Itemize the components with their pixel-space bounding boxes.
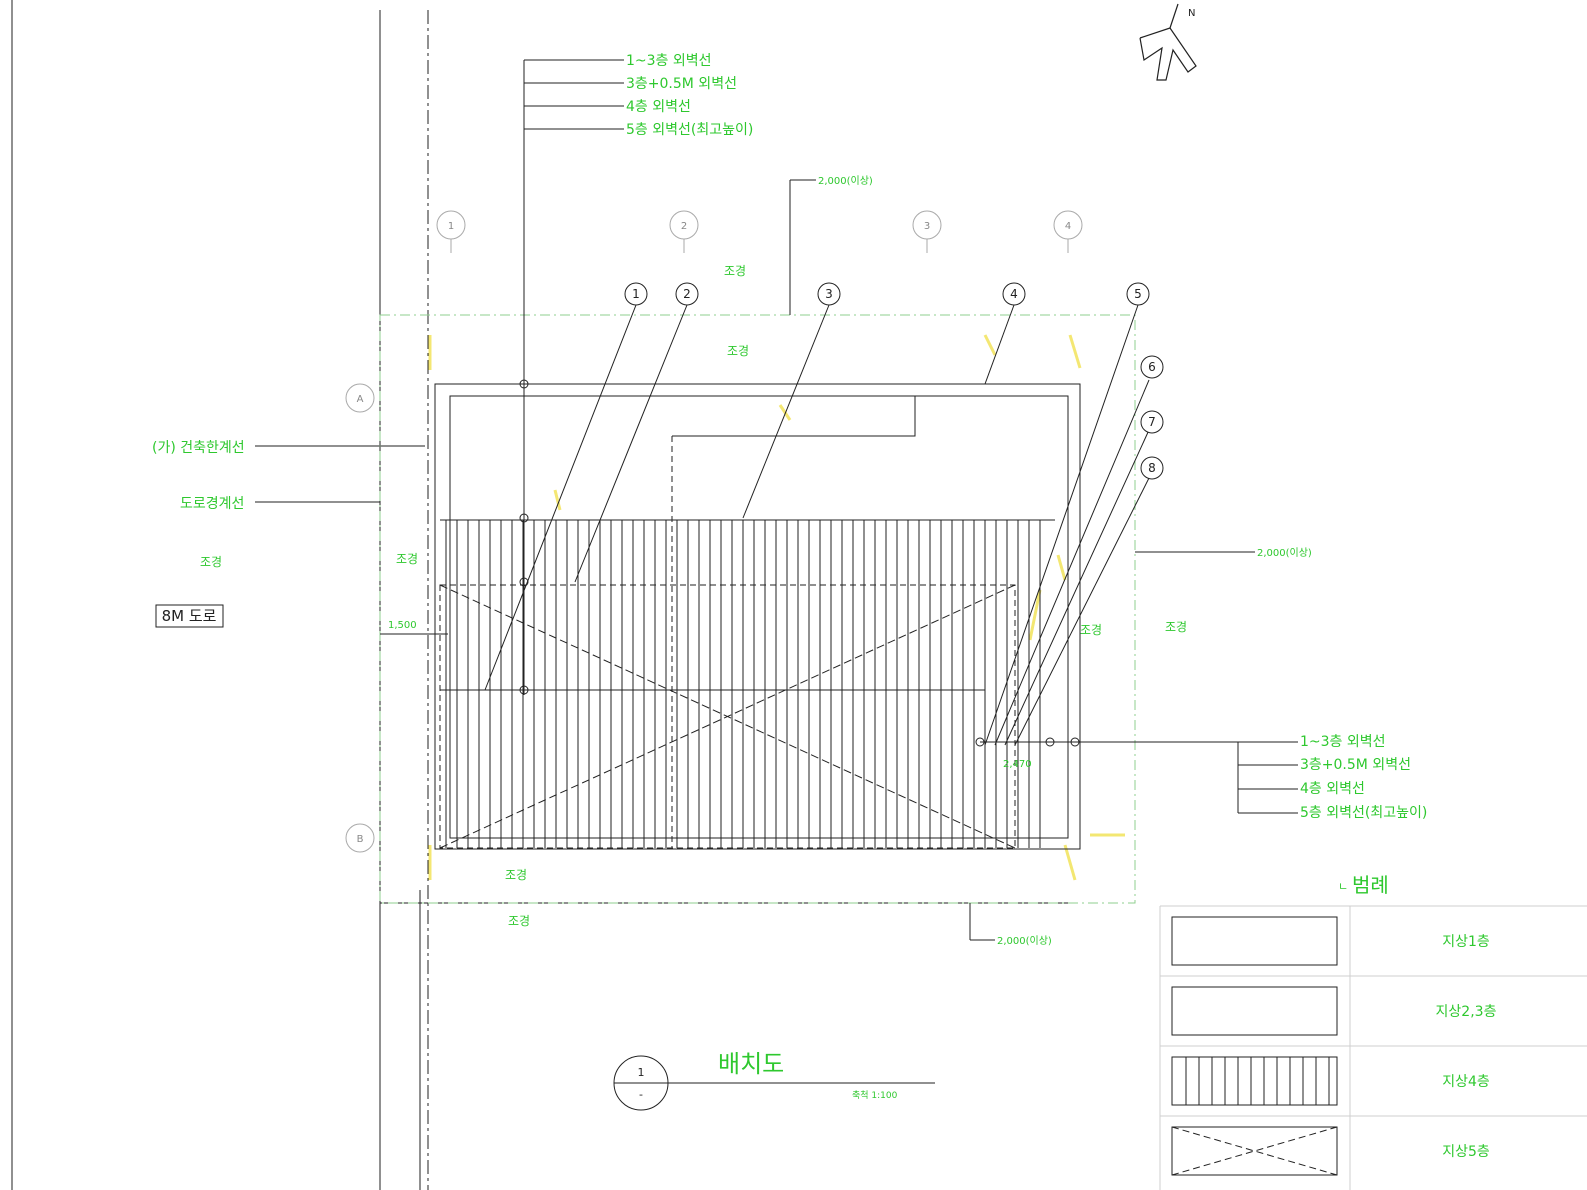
planting-label: 조경: [200, 555, 222, 569]
offset-label-right-2: 3층+0.5M 외벽선: [1300, 757, 1411, 773]
legend-swatches: [1171, 916, 1338, 1176]
legend-label-2: 지상2,3층: [1436, 1004, 1497, 1020]
dimension-top: 2,000(이상): [818, 175, 873, 187]
legend-title: 범례: [1352, 873, 1389, 897]
building-limit-label: (가) 건축한계선: [152, 440, 245, 456]
grid-marker-4: 4: [1065, 221, 1071, 232]
legend-label-4: 지상5층: [1442, 1144, 1490, 1160]
grid-marker-2: 2: [681, 221, 687, 232]
planting-label: 조경: [727, 344, 749, 358]
grid-marker-b: B: [357, 834, 364, 845]
page-title: 배치도: [718, 1050, 784, 1078]
planting-label: 조경: [1165, 620, 1187, 634]
grid-leaders: [519, 59, 624, 695]
dimension-right: 2,000(이상): [1257, 547, 1312, 559]
planting-label: 조경: [724, 264, 746, 278]
dimension-left: 1,500: [388, 620, 417, 631]
scale-note: 축척 1:100: [852, 1090, 898, 1101]
planting-label: 조경: [505, 868, 527, 882]
north-arrow-icon: [1139, 3, 1197, 81]
grid-marker-3: 3: [924, 221, 930, 232]
callout-3: 3: [825, 287, 833, 301]
callout-1: 1: [632, 287, 640, 301]
offset-label-top-2: 3층+0.5M 외벽선: [626, 76, 737, 92]
section-marker-bottom: -: [639, 1088, 643, 1101]
offset-label-right-4: 5층 외벽선(최고높이): [1300, 805, 1427, 821]
section-marker-icon: [613, 1055, 935, 1111]
legend-title-marker: ㄴ: [1338, 880, 1348, 893]
building-outlines: [434, 383, 1081, 850]
callout-2: 2: [683, 287, 691, 301]
legend-table: [1159, 905, 1587, 1190]
grid-markers: [345, 210, 1083, 853]
callout-6: 6: [1148, 360, 1156, 374]
section-marker-top: 1: [638, 1066, 645, 1079]
legend-label-1: 지상1층: [1442, 934, 1490, 950]
offset-label-right-3: 4층 외벽선: [1300, 781, 1365, 797]
offset-label-right-1: 1~3층 외벽선: [1300, 734, 1386, 750]
legend-label-3: 지상4층: [1442, 1074, 1490, 1090]
fourth-floor-hatch: [440, 519, 1055, 848]
site-boundary: [379, 314, 1136, 904]
road-label-box: [155, 604, 224, 628]
callout-8: 8: [1148, 461, 1156, 475]
callout-4: 4: [1010, 287, 1018, 301]
offset-label-top-3: 4층 외벽선: [626, 99, 691, 115]
callout-circles: [624, 282, 1164, 480]
dimension-inner: 2,470: [1003, 759, 1032, 770]
dimension-bottom: 2,000(이상): [997, 935, 1052, 947]
fifth-floor-cross: [439, 584, 1016, 849]
offset-label-top-1: 1~3층 외벽선: [626, 53, 712, 69]
grid-marker-a: A: [357, 394, 364, 405]
callout-leaders: [255, 179, 1298, 941]
planting-label: 조경: [1080, 623, 1102, 637]
callout-5: 5: [1134, 287, 1142, 301]
north-arrow-label: N: [1188, 8, 1195, 19]
callout-7: 7: [1148, 415, 1156, 429]
road-boundary-label: 도로경계선: [180, 496, 244, 512]
highlight-marks: [428, 334, 1125, 881]
offset-label-top-4: 5층 외벽선(최고높이): [626, 122, 753, 138]
planting-label: 조경: [396, 552, 418, 566]
boundary-lines: [11, 0, 1075, 1190]
grid-marker-1: 1: [448, 221, 454, 232]
road-label: 8M 도로: [162, 607, 217, 625]
planting-label: 조경: [508, 914, 530, 928]
